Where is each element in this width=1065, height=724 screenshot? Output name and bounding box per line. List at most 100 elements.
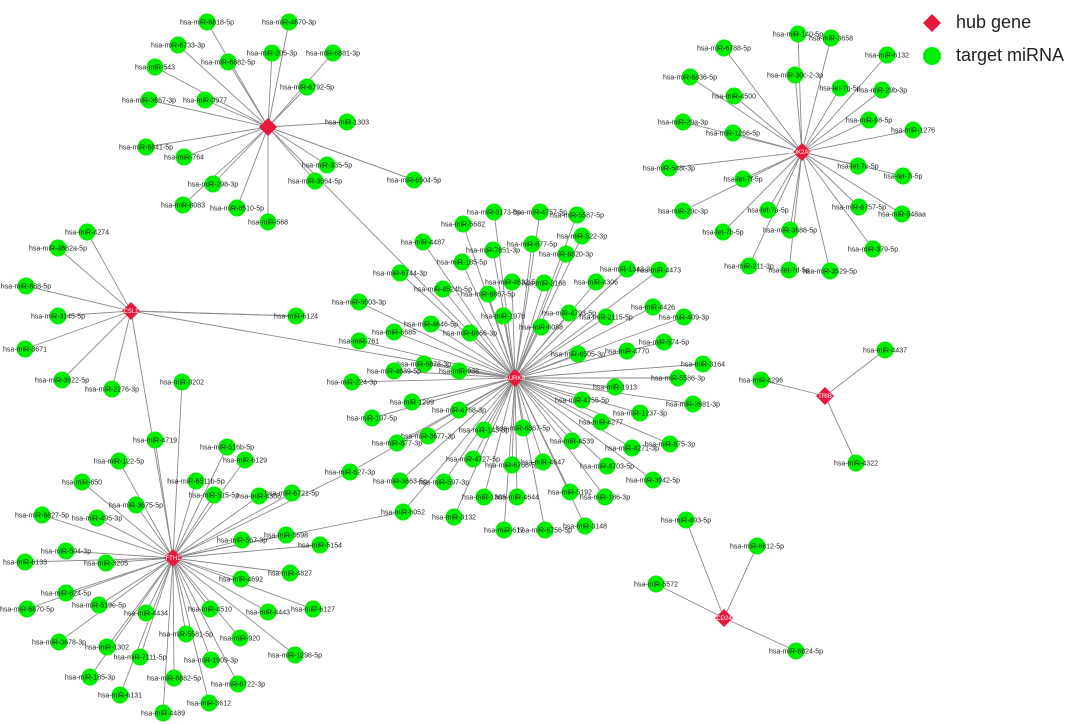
- mirna-node-circle[interactable]: [173, 373, 191, 391]
- mirna-node-circle[interactable]: [573, 391, 591, 409]
- mirna-node[interactable]: hsa-miR-1302: [85, 638, 129, 656]
- mirna-node[interactable]: hsa-miR-6133: [3, 553, 47, 571]
- mirna-node-circle[interactable]: [644, 471, 662, 489]
- mirna-node-circle[interactable]: [484, 241, 502, 259]
- mirna-node-circle[interactable]: [647, 575, 665, 593]
- mirna-node[interactable]: hsa-miR-761: [339, 332, 379, 350]
- hub-gene-diamond[interactable]: [259, 118, 277, 136]
- mirna-node[interactable]: hsa-miR-920: [220, 629, 260, 647]
- mirna-node[interactable]: hsa-miR-2276-3p: [85, 380, 139, 398]
- mirna-node-circle[interactable]: [318, 156, 336, 174]
- mirna-node-circle[interactable]: [873, 81, 891, 99]
- mirna-node[interactable]: hsa-miR-29b-3p: [857, 81, 907, 99]
- mirna-node-circle[interactable]: [49, 307, 67, 325]
- mirna-node[interactable]: hsa-miR-3132: [432, 508, 476, 526]
- mirna-node[interactable]: hsa-miR-5682: [441, 215, 485, 233]
- mirna-node[interactable]: hsa-miR-3678-3p: [32, 633, 86, 651]
- mirna-node[interactable]: hsa-let-7e-5p: [837, 157, 879, 175]
- mirna-node-circle[interactable]: [200, 694, 218, 712]
- mirna-node-circle[interactable]: [263, 44, 281, 62]
- mirna-node-circle[interactable]: [694, 355, 712, 373]
- mirna-node-circle[interactable]: [154, 704, 172, 722]
- hub-gene-node[interactable]: CDK2AP2: [788, 143, 816, 161]
- mirna-node[interactable]: hsa-miR-185-5p: [437, 253, 487, 271]
- mirna-node[interactable]: hsa-miR-1266-5p: [706, 124, 760, 142]
- mirna-node-circle[interactable]: [391, 472, 409, 490]
- mirna-node[interactable]: hsa-miR-409-3p: [659, 308, 709, 326]
- mirna-node-circle[interactable]: [338, 113, 356, 131]
- mirna-node[interactable]: hsa-miR-6124: [274, 307, 318, 325]
- mirna-node[interactable]: hsa-miR-6052: [381, 503, 425, 521]
- mirna-node-circle[interactable]: [740, 257, 758, 275]
- mirna-node-circle[interactable]: [681, 68, 699, 86]
- mirna-node[interactable]: hsa-miR-3529-5p: [803, 262, 857, 280]
- mirna-node[interactable]: hsa-miR-3977: [183, 91, 227, 109]
- mirna-node[interactable]: hsa-let-7b-5p: [702, 223, 744, 241]
- mirna-node-circle[interactable]: [734, 170, 752, 188]
- mirna-node[interactable]: hsa-miR-3164: [681, 355, 725, 373]
- mirna-node-circle[interactable]: [53, 371, 71, 389]
- mirna-node-circle[interactable]: [752, 371, 770, 389]
- mirna-node[interactable]: hsa-miR-515-5p: [189, 486, 239, 504]
- mirna-node-circle[interactable]: [81, 668, 99, 686]
- mirna-node[interactable]: hsa-miR-29c-3p: [658, 202, 708, 220]
- mirna-node[interactable]: hsa-miR-6744-3p: [373, 264, 427, 282]
- mirna-node-circle[interactable]: [50, 633, 68, 651]
- mirna-node-circle[interactable]: [494, 307, 512, 325]
- mirna-node-circle[interactable]: [33, 506, 51, 524]
- mirna-node[interactable]: hsa-miR-7111-5p: [113, 648, 167, 666]
- mirna-node[interactable]: hsa-miR-4768-3p: [432, 401, 486, 419]
- mirna-node[interactable]: hsa-miR-6836-5p: [663, 68, 717, 86]
- mirna-node-circle[interactable]: [198, 13, 216, 31]
- mirna-node-circle[interactable]: [596, 488, 614, 506]
- mirna-node-circle[interactable]: [535, 274, 553, 292]
- mirna-node[interactable]: hsa-miR-3173-3p: [467, 203, 521, 221]
- mirna-node[interactable]: hsa-miR-1909-3p: [184, 651, 238, 669]
- mirna-node-circle[interactable]: [568, 206, 586, 224]
- mirna-node-circle[interactable]: [623, 439, 641, 457]
- mirna-node-circle[interactable]: [876, 341, 894, 359]
- mirna-node-circle[interactable]: [780, 261, 798, 279]
- mirna-node-circle[interactable]: [557, 245, 575, 263]
- mirna-node[interactable]: hsa-miR-6685: [372, 323, 416, 341]
- mirna-node[interactable]: hsa-let-7d-5p: [768, 261, 810, 279]
- mirna-node-circle[interactable]: [324, 44, 342, 62]
- mirna-node[interactable]: hsa-miR-4277: [579, 413, 623, 431]
- mirna-node-circle[interactable]: [445, 508, 463, 526]
- mirna-node-circle[interactable]: [531, 203, 549, 221]
- mirna-node[interactable]: hsa-miR-597-3p: [419, 473, 469, 491]
- mirna-node[interactable]: hsa-miR-3677-3p: [401, 427, 455, 445]
- mirna-node-circle[interactable]: [219, 53, 237, 71]
- mirna-node[interactable]: hsa-miR-140-5p: [773, 25, 823, 43]
- mirna-node-circle[interactable]: [495, 521, 513, 539]
- mirna-node[interactable]: hsa-miR-5572: [634, 575, 678, 593]
- mirna-node-circle[interactable]: [450, 362, 468, 380]
- mirna-node[interactable]: hsa-miR-1298-5p: [268, 646, 322, 664]
- mirna-node-circle[interactable]: [110, 452, 128, 470]
- mirna-node-circle[interactable]: [283, 484, 301, 502]
- mirna-node[interactable]: hsa-miR-197-5p: [347, 409, 397, 427]
- mirna-node[interactable]: hsa-miR-186-3p: [580, 488, 630, 506]
- mirna-node-circle[interactable]: [204, 175, 222, 193]
- mirna-node[interactable]: hsa-miR-3148: [563, 517, 607, 535]
- mirna-node[interactable]: hsa-miR-6866-3p: [443, 324, 497, 342]
- mirna-node[interactable]: hsa-miR-4703-5p: [580, 457, 634, 475]
- mirna-node[interactable]: hsa-miR-224-3p: [327, 373, 377, 391]
- mirna-node-circle[interactable]: [298, 78, 316, 96]
- mirna-node[interactable]: hsa-miR-5154: [298, 536, 342, 554]
- mirna-node-circle[interactable]: [847, 454, 865, 472]
- hub-gene-node[interactable]: CSL1: [122, 302, 140, 320]
- mirna-node-circle[interactable]: [475, 488, 493, 506]
- mirna-node[interactable]: hsa-miR-4632-5p: [485, 273, 539, 291]
- mirna-node[interactable]: hsa-miR-4306: [237, 487, 281, 505]
- mirna-node-circle[interactable]: [169, 36, 187, 54]
- mirna-node-circle[interactable]: [669, 369, 687, 387]
- mirna-node-circle[interactable]: [202, 651, 220, 669]
- mirna-node[interactable]: hsa-miR-617: [484, 521, 524, 539]
- mirna-node[interactable]: hsa-let-7g-5p: [819, 79, 861, 97]
- mirna-node-circle[interactable]: [233, 531, 251, 549]
- mirna-node[interactable]: hsa-miR-4443: [246, 603, 290, 621]
- mirna-node-circle[interactable]: [218, 438, 236, 456]
- mirna-node[interactable]: hsa-miR-4539: [550, 432, 594, 450]
- mirna-node[interactable]: hsa-miR-205-3p: [247, 44, 297, 62]
